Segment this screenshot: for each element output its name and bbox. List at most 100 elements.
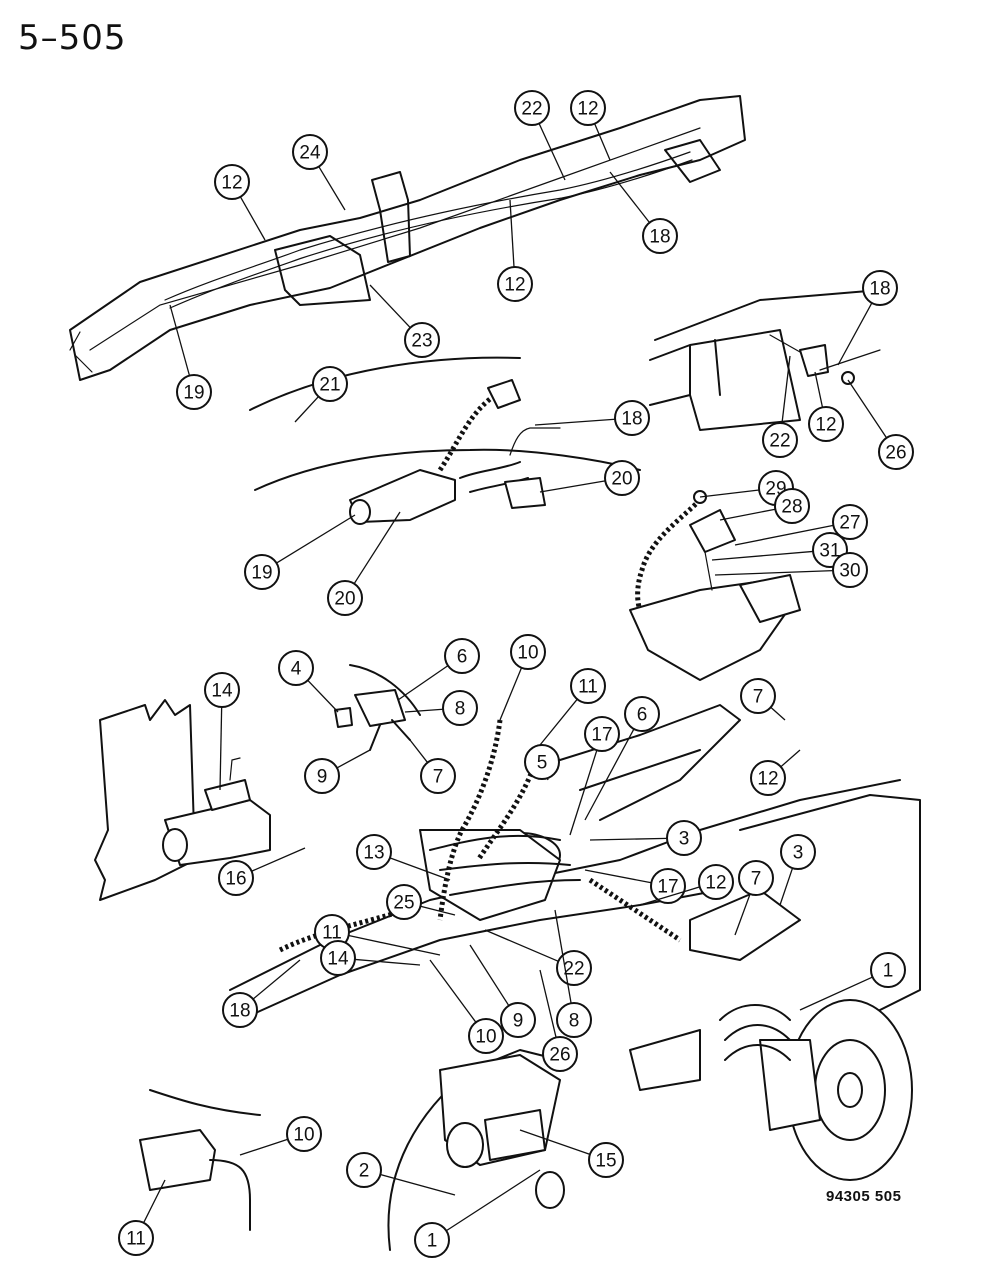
callout-circle bbox=[762, 422, 798, 458]
callout-circle bbox=[292, 134, 328, 170]
callout-label: 23 bbox=[411, 331, 432, 352]
valve-detail bbox=[249, 356, 641, 525]
callout-label: 10 bbox=[517, 643, 538, 664]
callout-13: 13 bbox=[356, 834, 451, 881]
callout-label: 17 bbox=[657, 877, 678, 898]
callout-circle bbox=[244, 554, 280, 590]
callout-label: 12 bbox=[504, 275, 525, 296]
callout-label: 19 bbox=[251, 563, 272, 584]
callout-circle bbox=[444, 638, 480, 674]
callout-circle bbox=[604, 460, 640, 496]
callout-8: 8 bbox=[554, 909, 592, 1038]
callout-11: 11 bbox=[314, 914, 441, 956]
callout-10: 10 bbox=[499, 634, 546, 721]
callout-6: 6 bbox=[584, 696, 660, 821]
callout-circle bbox=[346, 1152, 382, 1188]
callout-label: 12 bbox=[705, 873, 726, 894]
callout-leader bbox=[239, 1138, 289, 1156]
callout-leader bbox=[539, 698, 578, 746]
callout-26: 26 bbox=[539, 969, 578, 1072]
callout-label: 6 bbox=[457, 647, 468, 668]
callout-circle bbox=[642, 218, 678, 254]
callout-12: 12 bbox=[750, 749, 801, 796]
callout-leader bbox=[584, 869, 652, 884]
callout-leader bbox=[429, 959, 477, 1023]
callout-15: 15 bbox=[519, 1129, 624, 1178]
callout-leader bbox=[770, 706, 786, 721]
callout-leader bbox=[799, 976, 873, 1011]
callout-label: 12 bbox=[757, 769, 778, 790]
callout-label: 24 bbox=[299, 143, 321, 164]
callout-label: 11 bbox=[126, 1229, 146, 1250]
callout-label: 10 bbox=[293, 1125, 314, 1146]
callout-label: 2 bbox=[359, 1161, 370, 1182]
callout-11: 11 bbox=[539, 668, 606, 746]
callout-22: 22 bbox=[484, 929, 592, 986]
callout-circle bbox=[514, 90, 550, 126]
callout-leader bbox=[484, 929, 559, 962]
callout-circle bbox=[304, 758, 340, 794]
callout-circle bbox=[624, 696, 660, 732]
callout-leader bbox=[252, 959, 301, 1000]
callout-circle bbox=[832, 552, 868, 588]
callout-18: 18 bbox=[534, 400, 650, 436]
callout-label: 9 bbox=[513, 1011, 524, 1032]
callout-circle bbox=[870, 952, 906, 988]
callout-label: 4 bbox=[291, 659, 302, 680]
callout-label: 30 bbox=[839, 561, 860, 582]
callout-leader bbox=[554, 909, 572, 1004]
callout-circle bbox=[774, 488, 810, 524]
callout-circle bbox=[204, 672, 240, 708]
callout-leader bbox=[318, 166, 346, 211]
callout-label: 14 bbox=[327, 949, 349, 970]
callout-label: 19 bbox=[183, 383, 204, 404]
callout-leader bbox=[711, 550, 814, 561]
callout-leader bbox=[348, 934, 441, 956]
callout-label: 1 bbox=[883, 961, 894, 982]
callout-label: 12 bbox=[577, 99, 598, 120]
callout-27: 27 bbox=[734, 504, 868, 546]
callout-circle bbox=[222, 992, 258, 1028]
callout-label: 6 bbox=[637, 705, 648, 726]
callout-leader bbox=[837, 302, 873, 366]
callout-label: 26 bbox=[885, 443, 906, 464]
callout-12: 12 bbox=[570, 90, 611, 161]
callout-circle bbox=[404, 322, 440, 358]
callout-leader bbox=[276, 514, 356, 564]
callout-label: 31 bbox=[819, 541, 840, 562]
callout-10: 10 bbox=[239, 1116, 322, 1156]
callout-leader bbox=[354, 958, 421, 966]
callout-1: 1 bbox=[414, 1169, 541, 1258]
callout-label: 9 bbox=[317, 767, 328, 788]
callout-leader bbox=[714, 569, 834, 576]
callout-8: 8 bbox=[404, 690, 478, 726]
callout-label: 12 bbox=[815, 415, 836, 436]
callout-leader bbox=[847, 379, 888, 439]
callout-leader bbox=[719, 508, 776, 521]
callout-23: 23 bbox=[369, 284, 440, 358]
callout-circle bbox=[312, 366, 348, 402]
callout-circle bbox=[176, 374, 212, 410]
callout-circle bbox=[556, 1002, 592, 1038]
callout-leader bbox=[639, 886, 700, 906]
callout-leader bbox=[369, 284, 411, 329]
callout-leader bbox=[509, 199, 515, 268]
callout-6: 6 bbox=[397, 638, 480, 701]
callout-leader bbox=[734, 893, 751, 936]
callout-circle bbox=[468, 1018, 504, 1054]
callout-label: 3 bbox=[679, 829, 690, 850]
callout-leader bbox=[534, 418, 616, 426]
callout-1: 1 bbox=[799, 952, 906, 1011]
callout-14: 14 bbox=[320, 940, 421, 976]
callout-circle bbox=[286, 1116, 322, 1152]
callout-circle bbox=[218, 860, 254, 896]
callout-19: 19 bbox=[244, 514, 356, 590]
callout-18: 18 bbox=[222, 959, 301, 1028]
callout-circle bbox=[414, 1222, 450, 1258]
callout-leader bbox=[219, 706, 223, 791]
callout-22: 22 bbox=[514, 90, 566, 181]
callout-leader bbox=[420, 905, 456, 916]
callout-20: 20 bbox=[539, 460, 640, 496]
callout-12: 12 bbox=[808, 371, 844, 442]
